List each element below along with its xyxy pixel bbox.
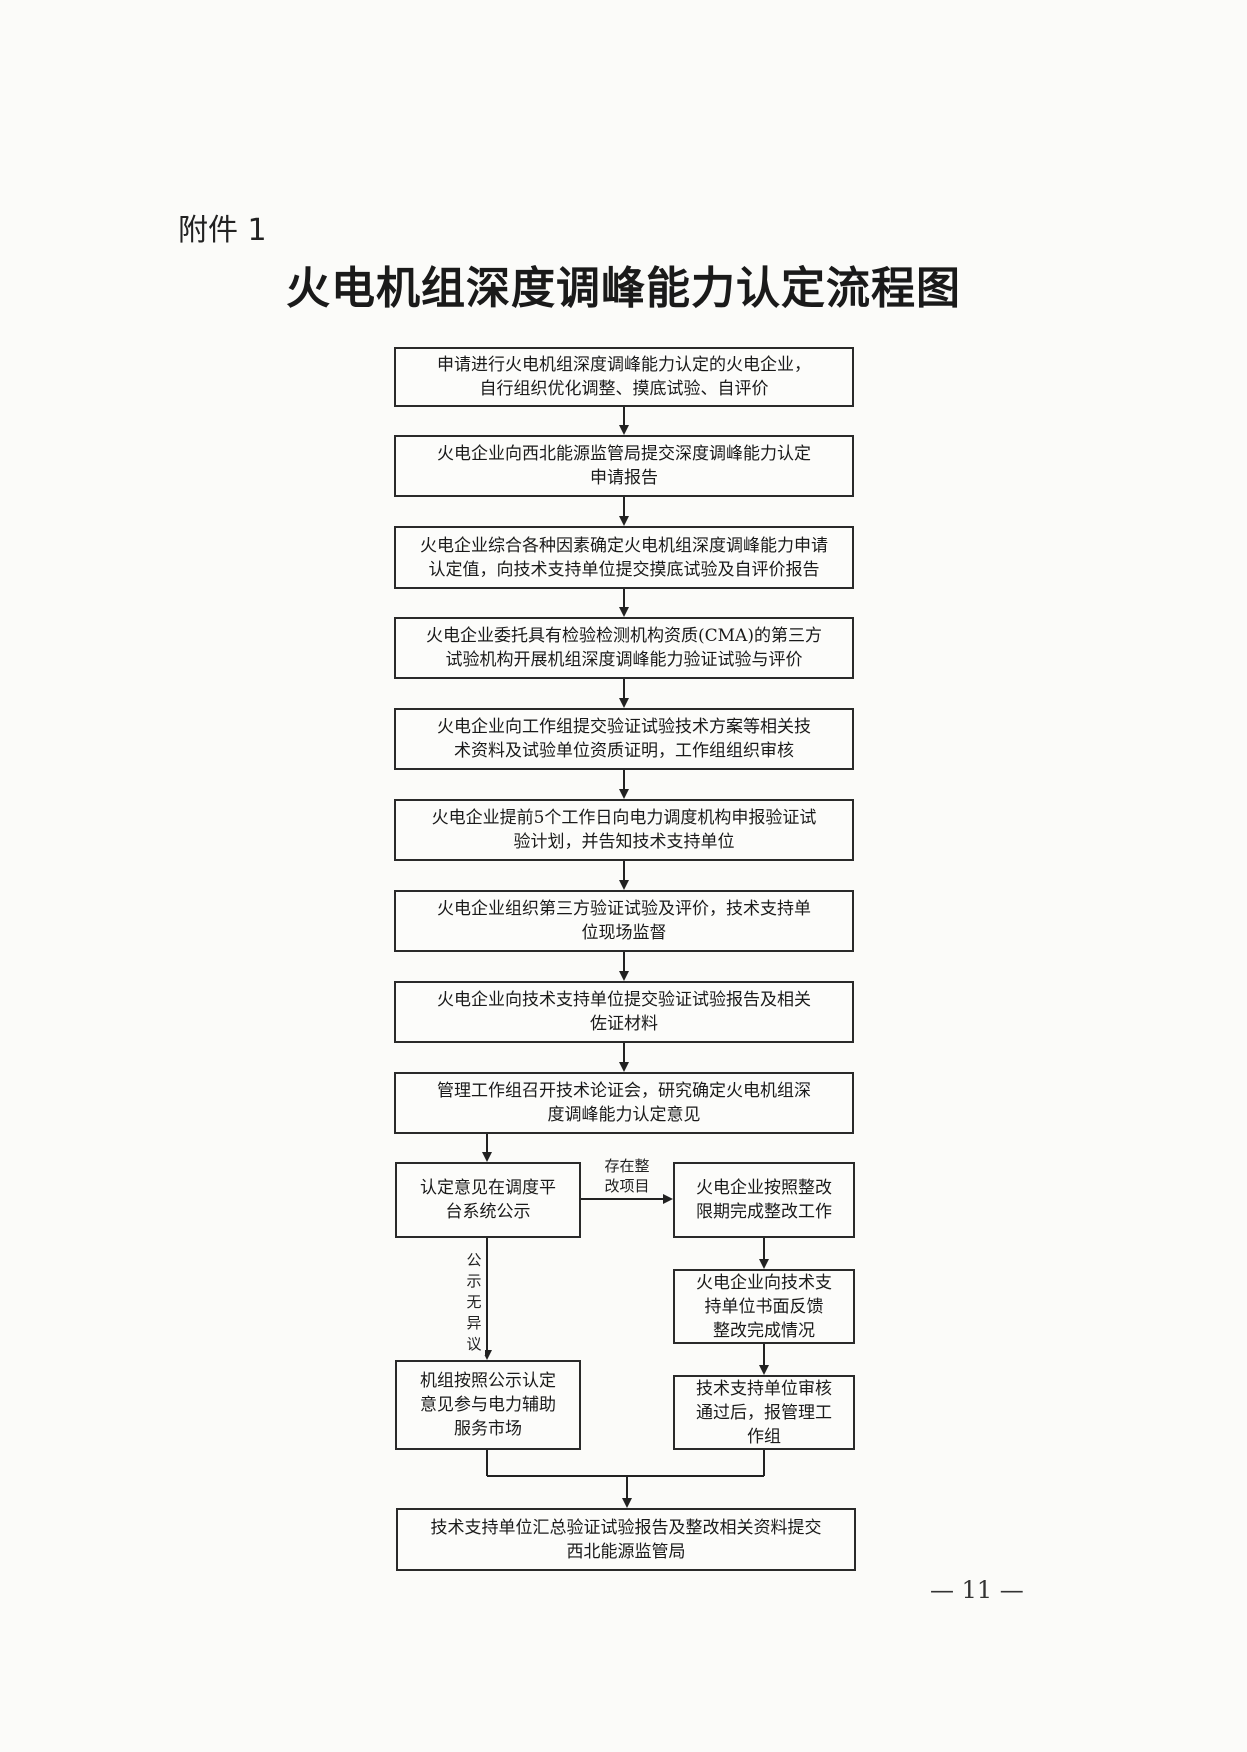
publicity-box: 认定意见在调度平 台系统公示 — [395, 1162, 581, 1238]
page-number: — 11 — — [930, 1576, 1024, 1604]
step-4-box: 火电企业委托具有检验检测机构资质(CMA)的第三方 试验机构开展机组深度调峰能力… — [394, 617, 854, 679]
step-6-box: 火电企业提前5个工作日向电力调度机构申报验证试 验计划，并告知技术支持单位 — [394, 799, 854, 861]
attachment-label: 附件 1 — [178, 213, 267, 248]
step-9-box: 管理工作组召开技术论证会，研究确定火电机组深 度调峰能力认定意见 — [394, 1072, 854, 1134]
page-title: 火电机组深度调峰能力认定流程图 — [286, 263, 961, 314]
feedback-box: 火电企业向技术支 持单位书面反馈 整改完成情况 — [673, 1269, 855, 1344]
no-objection-label: 公 示 无 异 议 — [463, 1250, 485, 1355]
review-box: 技术支持单位审核 通过后，报管理工 作组 — [673, 1375, 855, 1450]
step-1-box: 申请进行火电机组深度调峰能力认定的火电企业， 自行组织优化调整、摸底试验、自评价 — [394, 347, 854, 407]
final-step-box: 技术支持单位汇总验证试验报告及整改相关资料提交 西北能源监管局 — [396, 1508, 856, 1571]
rectify-box: 火电企业按照整改 限期完成整改工作 — [673, 1162, 855, 1238]
rectification-needed-label: 存在整 改项目 — [604, 1157, 650, 1195]
step-8-box: 火电企业向技术支持单位提交验证试验报告及相关 佐证材料 — [394, 981, 854, 1043]
market-box: 机组按照公示认定 意见参与电力辅助 服务市场 — [395, 1360, 581, 1450]
step-2-box: 火电企业向西北能源监管局提交深度调峰能力认定 申请报告 — [394, 435, 854, 497]
step-7-box: 火电企业组织第三方验证试验及评价，技术支持单 位现场监督 — [394, 890, 854, 952]
step-5-box: 火电企业向工作组提交验证试验技术方案等相关技 术资料及试验单位资质证明，工作组组… — [394, 708, 854, 770]
step-3-box: 火电企业综合各种因素确定火电机组深度调峰能力申请 认定值，向技术支持单位提交摸底… — [394, 526, 854, 589]
